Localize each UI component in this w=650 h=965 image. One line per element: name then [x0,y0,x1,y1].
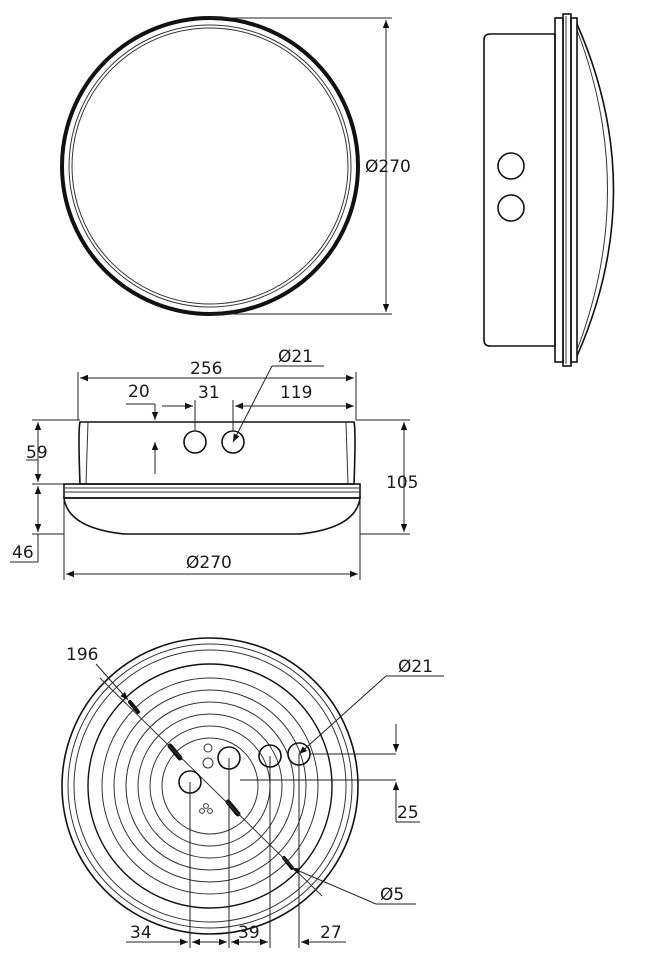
bottom-view: 196 Ø21 25 Ø5 34 39 27 [61,637,444,948]
bottom-rib-ring-1 [101,677,319,895]
elevation-lower-height-label: 46 [12,543,34,563]
bottom-hole-diameter-label: Ø21 [398,657,433,677]
elevation-hole-left [183,430,207,454]
elevation-offset-right-label: 119 [280,383,312,403]
elevation-total-height-label: 105 [386,473,418,493]
bottom-base-plate [87,663,333,909]
bottom-rib-ring-2 [113,689,307,883]
bottom-vertical-offset-label: 25 [397,803,419,823]
elevation-housing [78,421,356,485]
side-cable-entry-upper [497,152,525,180]
elevation-view: 256 Ø21 20 31 119 59 46 105 [10,347,418,580]
bottom-small-hole-label: Ø5 [380,885,404,905]
bottom-rib-ring-4 [137,713,283,859]
bottom-dim-b-label: 39 [238,923,260,943]
elevation-hole-right [221,430,245,454]
elevation-base-diameter-label: Ø270 [186,553,232,573]
bottom-dim-c-label: 27 [320,923,342,943]
front-view: Ø270 [60,16,411,316]
bottom-pitch-label: 196 [66,645,98,665]
side-view [483,13,615,367]
side-cable-entry-lower [497,194,525,222]
front-diffuser [71,27,349,305]
front-diameter-label: Ø270 [365,157,411,177]
front-outer-rim [60,16,360,316]
elevation-offset-left-label: 20 [128,382,150,402]
side-diffuser [576,23,615,357]
front-inner-rim [68,24,352,308]
elevation-diffuser [63,497,361,535]
side-rim-band-3 [570,17,578,363]
side-rim-band-1 [554,17,564,363]
bottom-rib-ring-3 [125,701,295,871]
elevation-hole-diameter-label: Ø21 [278,347,313,367]
bottom-dim-a-label: 34 [130,923,152,943]
led-module-icon [202,757,214,769]
elevation-hole-spacing-label: 31 [198,383,220,403]
earth-terminal-icon [203,743,213,753]
bottom-rib-ring-6 [161,737,259,835]
elevation-rim [63,483,361,499]
elevation-width-label: 256 [190,359,222,379]
trefoil-icon [199,803,213,814]
bottom-outer-rim [61,637,359,935]
side-housing [483,33,556,347]
side-rim-band-2 [562,13,572,367]
elevation-upper-height-label: 59 [26,443,48,463]
